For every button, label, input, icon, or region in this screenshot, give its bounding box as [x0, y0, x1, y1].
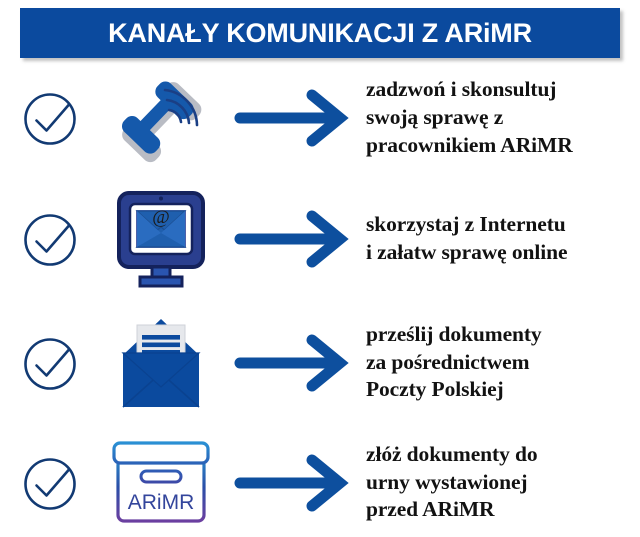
description-line: urny wystawionej — [366, 469, 528, 494]
ballot-box-icon-cell: ARiMR — [100, 437, 222, 529]
channel-row-internet: @ skorzystaj z Internetu i załatw sprawę… — [0, 184, 640, 294]
svg-text:@: @ — [152, 207, 170, 228]
arrow-cell — [222, 89, 362, 147]
arrow-right-icon — [234, 454, 349, 511]
phone-handset-icon — [109, 70, 213, 166]
page-title: KANAŁY KOMUNIKACJI Z ARiMR — [108, 17, 532, 48]
check-cell — [0, 89, 100, 147]
arrow-right-icon — [234, 334, 349, 391]
description-line: prześlij dokumenty — [366, 321, 542, 346]
header-banner-background: KANAŁY KOMUNIKACJI Z ARiMR — [20, 8, 620, 58]
channel-row-dropbox: ARiMR złóż dokumenty do urny wystawionej… — [0, 428, 640, 537]
description-cell: skorzystaj z Internetu i załatw sprawę o… — [362, 211, 640, 267]
channel-description: prześlij dokumenty za pośrednictwem Pocz… — [366, 321, 640, 405]
description-line: swoją sprawę z — [366, 105, 504, 130]
channel-description: skorzystaj z Internetu i załatw sprawę o… — [366, 211, 640, 267]
description-line: pracownikiem ARiMR — [366, 132, 573, 157]
phone-icon-cell — [100, 70, 222, 166]
channel-description: złóż dokumenty do urny wystawionej przed… — [366, 441, 640, 525]
check-cell — [0, 454, 100, 512]
channel-row-post: prześlij dokumenty za pośrednictwem Pocz… — [0, 305, 640, 420]
channel-row-phone: zadzwoń i skonsultuj swoją sprawę z prac… — [0, 66, 640, 170]
check-circle-icon — [21, 210, 79, 268]
check-cell — [0, 210, 100, 268]
monitor-icon-cell: @ — [100, 187, 222, 291]
arrow-right-icon — [234, 210, 349, 268]
channel-description: zadzwoń i skonsultuj swoją sprawę z prac… — [366, 76, 640, 160]
header-banner: KANAŁY KOMUNIKACJI Z ARiMR — [20, 8, 620, 58]
check-circle-icon — [21, 334, 79, 392]
check-circle-icon — [21, 454, 79, 512]
arrow-cell — [222, 454, 362, 511]
description-line: skorzystaj z Internetu — [366, 212, 566, 237]
description-cell: prześlij dokumenty za pośrednictwem Pocz… — [362, 321, 640, 405]
description-line: za pośrednictwem — [366, 349, 530, 374]
envelope-icon-cell — [100, 311, 222, 415]
monitor-email-icon: @ — [109, 187, 213, 291]
description-cell: złóż dokumenty do urny wystawionej przed… — [362, 441, 640, 525]
arrow-cell — [222, 334, 362, 391]
check-circle-icon — [21, 89, 79, 147]
arrow-cell — [222, 210, 362, 268]
description-line: zadzwoń i skonsultuj — [366, 77, 557, 102]
description-line: złóż dokumenty do — [366, 441, 538, 466]
ballot-box-label: ARiMR — [128, 491, 195, 514]
description-line: i załatw sprawę online — [366, 240, 568, 264]
arrow-right-icon — [234, 89, 349, 147]
check-cell — [0, 334, 100, 392]
description-cell: zadzwoń i skonsultuj swoją sprawę z prac… — [362, 76, 640, 160]
description-line: Poczty Polskiej — [366, 377, 504, 402]
description-line: przed ARiMR — [366, 497, 495, 522]
ballot-box-icon: ARiMR — [108, 437, 214, 529]
open-envelope-document-icon — [107, 311, 215, 415]
